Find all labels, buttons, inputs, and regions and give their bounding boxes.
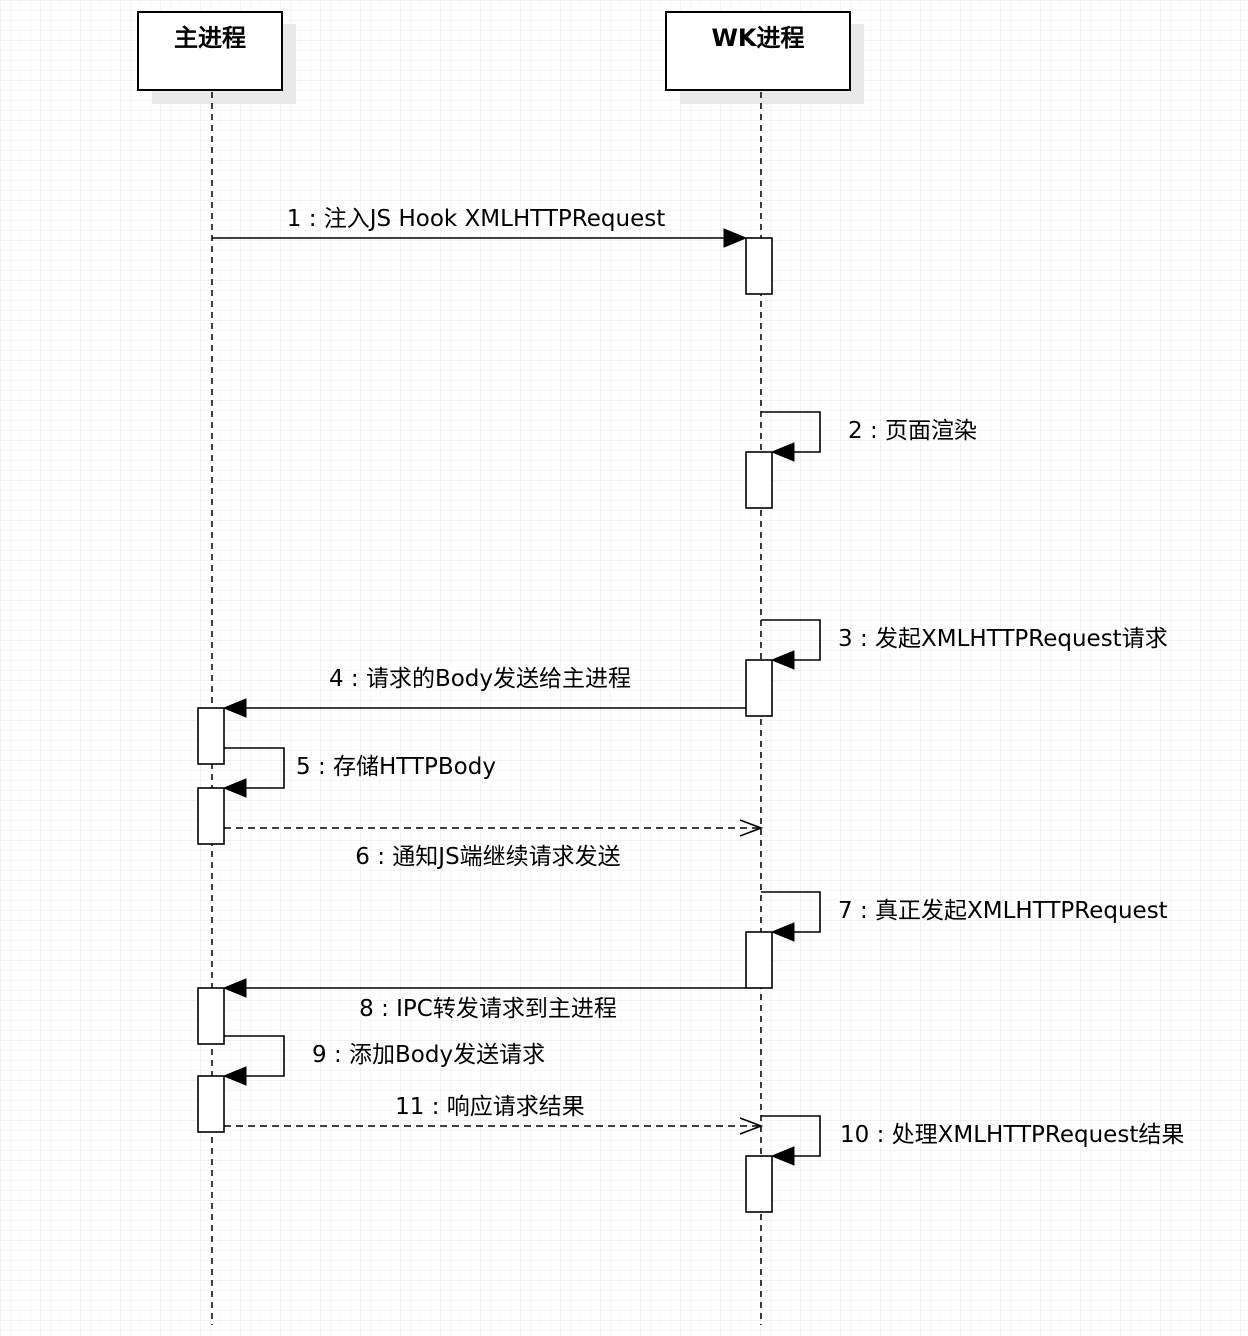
message-5[interactable]: 5 : 存储HTTPBody <box>222 747 496 798</box>
participant-wk-title: WK进程 <box>711 24 804 52</box>
message-7[interactable]: 7 : 真正发起XMLHTTPRequest <box>761 891 1168 942</box>
message-6-label: 6 : 通知JS端继续请求发送 <box>355 844 620 870</box>
participant-main-title: 主进程 <box>174 24 246 52</box>
activation-main-9 <box>197 1075 225 1133</box>
activation-main-4 <box>197 707 225 765</box>
message-3[interactable]: 3 : 发起XMLHTTPRequest请求 <box>761 619 1168 670</box>
message-9[interactable]: 9 : 添加Body发送请求 <box>222 1035 545 1086</box>
message-4[interactable]: 4 : 请求的Body发送给主进程 <box>222 666 746 718</box>
participant-main[interactable]: 主进程 <box>137 11 296 104</box>
activation-wk-2 <box>745 451 773 509</box>
message-2-label: 2 : 页面渲染 <box>848 418 977 444</box>
message-1-label: 1 : 注入JS Hook XMLHTTPRequest <box>287 206 665 232</box>
activation-wk-7 <box>745 931 773 989</box>
activation-main-5 <box>197 787 225 845</box>
participant-wk[interactable]: WK进程 <box>665 11 864 104</box>
message-4-label: 4 : 请求的Body发送给主进程 <box>329 666 631 692</box>
message-1[interactable]: 1 : 注入JS Hook XMLHTTPRequest <box>212 206 748 248</box>
message-6[interactable]: 6 : 通知JS端继续请求发送 <box>224 819 764 870</box>
message-9-label: 9 : 添加Body发送请求 <box>312 1042 545 1068</box>
message-3-label: 3 : 发起XMLHTTPRequest请求 <box>838 626 1168 652</box>
message-2[interactable]: 2 : 页面渲染 <box>761 411 977 462</box>
activation-wk-10 <box>745 1155 773 1213</box>
message-5-label: 5 : 存储HTTPBody <box>296 754 496 780</box>
activation-wk-1 <box>745 237 773 295</box>
message-8[interactable]: 8 : IPC转发请求到主进程 <box>222 978 746 1022</box>
message-8-label: 8 : IPC转发请求到主进程 <box>359 996 617 1022</box>
message-10-label: 10 : 处理XMLHTTPRequest结果 <box>840 1122 1184 1148</box>
message-7-label: 7 : 真正发起XMLHTTPRequest <box>838 898 1168 924</box>
message-10[interactable]: 10 : 处理XMLHTTPRequest结果 <box>761 1115 1184 1166</box>
message-11[interactable]: 11 : 响应请求结果 <box>224 1094 764 1135</box>
message-11-label: 11 : 响应请求结果 <box>395 1094 585 1120</box>
activation-main-8 <box>197 987 225 1045</box>
activation-wk-3 <box>745 659 773 717</box>
